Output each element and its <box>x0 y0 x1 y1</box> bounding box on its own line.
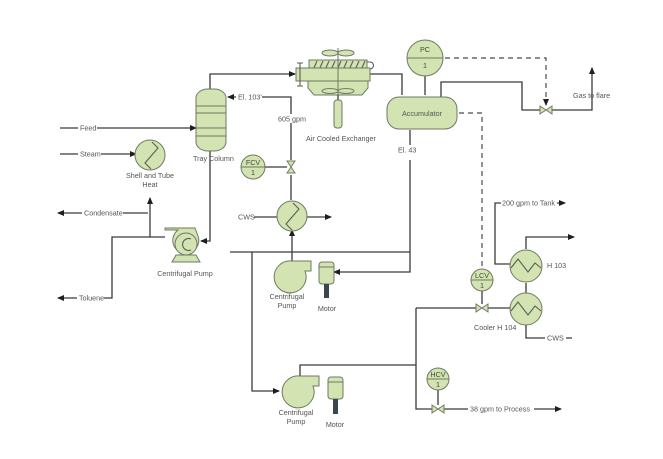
cooler-h104[interactable] <box>509 292 543 326</box>
air-cooled-exchanger-label: Air Cooled Exchanger <box>306 134 377 143</box>
gas-to-flare-label: Gas to flare <box>573 91 610 100</box>
tray-column-label: Tray Column <box>193 154 234 163</box>
toluene-line <box>57 236 165 301</box>
accumulator-vessel[interactable] <box>386 96 458 130</box>
air-cooler-drum[interactable] <box>333 95 343 129</box>
cws-left-label: CWS <box>238 213 255 222</box>
bottom-pump-discharge-line <box>299 364 416 376</box>
h103-label: H 103 <box>547 261 566 270</box>
fcv-number: 1 <box>251 168 255 177</box>
flare-outlet-line <box>552 67 595 111</box>
to-tank-label: 200 gpm to Tank <box>502 199 555 208</box>
reflux-line <box>227 94 292 160</box>
flare-control-valve[interactable] <box>539 105 553 115</box>
fcv-tag: FCV <box>246 158 261 167</box>
flow-605-label: 605 gpm <box>278 115 306 124</box>
condensed-line <box>370 73 403 95</box>
toluene-label: Toluene <box>79 294 104 303</box>
tray-column[interactable] <box>195 88 227 152</box>
hcv-number: 1 <box>436 380 440 389</box>
hcv-instrument[interactable] <box>426 367 450 391</box>
lcv-valve[interactable] <box>475 303 489 313</box>
motor-mid[interactable] <box>318 261 335 298</box>
lcv-instrument[interactable] <box>470 268 494 292</box>
lcv-tag: LCV <box>475 271 489 280</box>
hcv-tag: HCV <box>430 370 445 379</box>
cws-cooler[interactable] <box>276 200 308 232</box>
lcv-number: 1 <box>480 281 484 290</box>
feed-label: Feed <box>80 124 96 133</box>
column-bottom-line <box>200 150 211 244</box>
pc-tag: PC <box>420 45 430 54</box>
hcv-valve[interactable] <box>431 404 445 414</box>
condensate-label: Condensate <box>84 209 123 218</box>
pump-main-label: Centrifugal Pump <box>157 269 213 278</box>
steam-label: Steam <box>80 150 101 159</box>
level-signal-line <box>459 112 483 268</box>
accumulator-to-motor-line <box>333 160 411 275</box>
shell-tube-heat-exchanger[interactable] <box>134 139 166 171</box>
centrifugal-pump-mid[interactable] <box>273 260 312 294</box>
shell-tube-label-2: Heat <box>142 180 157 189</box>
bottom-pump-suction-line <box>251 252 280 394</box>
centrifugal-pump-main[interactable] <box>164 227 201 263</box>
pc-number: 1 <box>423 61 427 70</box>
air-cooled-exchanger[interactable] <box>295 48 375 98</box>
pc-instrument[interactable] <box>406 39 444 77</box>
pc-signal-line <box>445 57 549 106</box>
motor-mid-label: Motor <box>318 304 337 313</box>
shell-tube-label-1: Shell and Tube <box>126 171 174 180</box>
cws-right-label: CWS <box>547 334 564 343</box>
el-103-label: El. 103' <box>238 93 262 102</box>
fcv-instrument[interactable] <box>240 154 266 180</box>
gas-to-flare-line <box>440 81 540 111</box>
motor-bottom[interactable] <box>327 376 344 414</box>
h103-outlet-line <box>525 234 575 249</box>
fcv-valve[interactable] <box>286 160 296 174</box>
motor-bottom-label: Motor <box>326 420 345 429</box>
centrifugal-pump-bottom[interactable] <box>281 375 320 409</box>
cooler-h104-label: Cooler H 104 <box>474 323 516 332</box>
pump-mid-label-2: Pump <box>278 301 297 310</box>
overhead-vapor-line <box>209 71 296 90</box>
pump-bottom-label-2: Pump <box>287 417 306 426</box>
accumulator-label: Accumulator <box>402 109 443 118</box>
to-process-label: 38 gpm to Process <box>470 405 530 414</box>
el-43-label: El. 43 <box>398 146 416 155</box>
pump-bottom-label-1: Centrifugal <box>279 408 314 417</box>
process-branch-line <box>415 308 432 410</box>
h103-exchanger[interactable] <box>509 249 543 283</box>
pump-mid-label-1: Centrifugal <box>270 292 305 301</box>
